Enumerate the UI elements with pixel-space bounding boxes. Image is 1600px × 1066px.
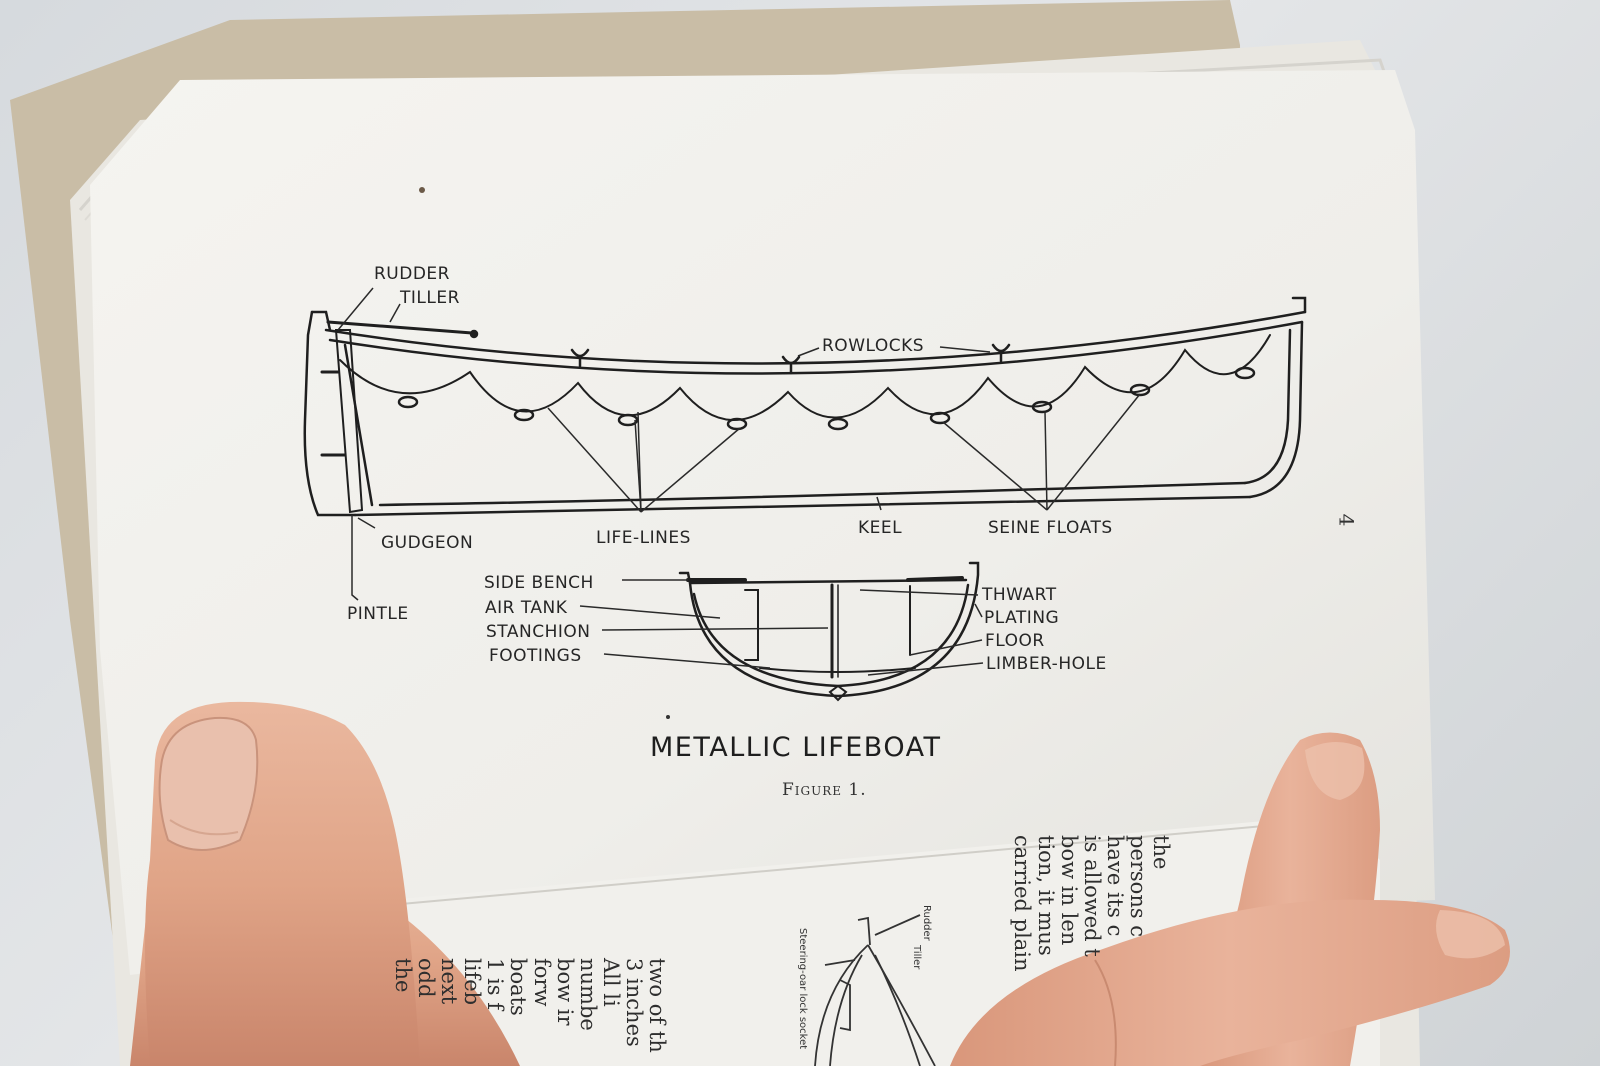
page-spot (419, 187, 425, 193)
leader-lines-side (337, 287, 1141, 601)
book-page (90, 70, 1435, 975)
lower-page-diagram (814, 914, 936, 1066)
finger-lower (950, 899, 1510, 1066)
leader-lines-section (579, 579, 984, 676)
hand (130, 701, 1510, 1066)
lifeboat-side-view (303, 296, 1307, 517)
lifeboat-cross-section (678, 561, 980, 702)
